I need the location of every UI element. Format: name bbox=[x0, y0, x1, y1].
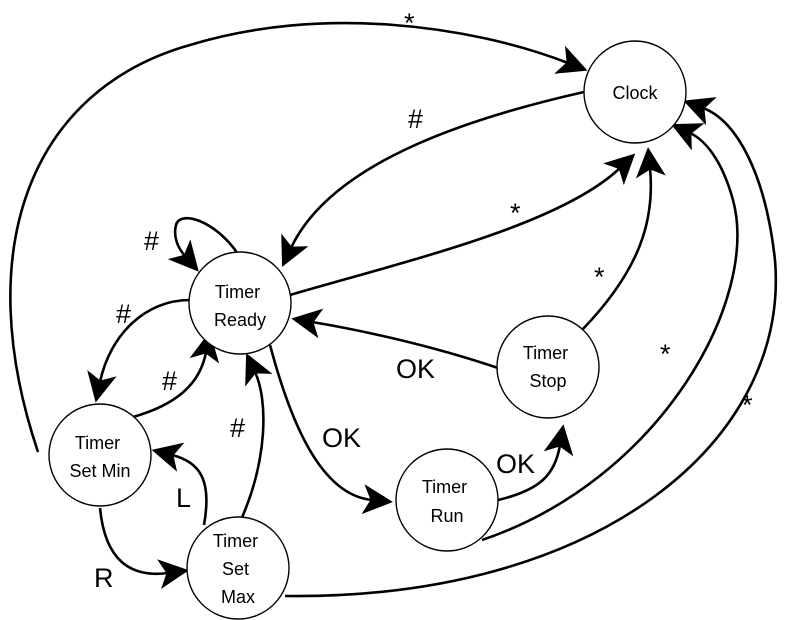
edge-label-setmax-to-ready: # bbox=[230, 413, 245, 443]
state-timer-set-max-line2: Set bbox=[222, 559, 249, 579]
edge-stop-to-ready: OK bbox=[291, 308, 499, 384]
edge-setmin-to-ready: # bbox=[132, 331, 220, 419]
state-timer-stop[interactable]: Timer Stop bbox=[496, 315, 600, 419]
edge-label-setmin-to-setmax: R bbox=[94, 563, 114, 593]
svg-text:Timer Set Max: Timer Set Max bbox=[213, 531, 263, 607]
edge-label-setmax-to-clock: * bbox=[742, 390, 753, 420]
state-timer-run[interactable]: Timer Run bbox=[395, 448, 499, 552]
edge-label-ready-to-run: OK bbox=[322, 423, 361, 453]
edge-ready-to-setmin: # bbox=[87, 298, 191, 403]
edge-setmin-to-clock: * bbox=[9, 8, 588, 453]
edge-label-setmin-to-ready: # bbox=[162, 366, 177, 396]
state-timer-set-min-line1: Timer bbox=[75, 433, 120, 453]
state-timer-ready[interactable]: Timer Ready bbox=[188, 251, 292, 355]
state-timer-set-max-line3: Max bbox=[221, 587, 255, 607]
edge-run-to-clock: * bbox=[481, 123, 739, 542]
edge-label-stop-to-clock: * bbox=[594, 262, 605, 292]
edge-label-ready-self: # bbox=[144, 226, 159, 256]
svg-text:Timer Stop: Timer Stop bbox=[523, 343, 573, 391]
svg-text:Clock: Clock bbox=[612, 83, 658, 103]
state-timer-set-max[interactable]: Timer Set Max bbox=[186, 516, 290, 620]
edge-label-ready-to-clock: * bbox=[510, 198, 521, 228]
edge-ready-to-run: OK bbox=[268, 344, 393, 515]
edge-label-stop-to-ready: OK bbox=[396, 354, 435, 384]
state-clock[interactable]: Clock bbox=[583, 40, 687, 144]
state-timer-run-line2: Run bbox=[430, 506, 463, 526]
edge-ready-self-loop: # bbox=[144, 216, 240, 272]
edge-setmax-to-setmin: L bbox=[151, 442, 208, 526]
edge-label-run-to-stop: OK bbox=[496, 449, 535, 479]
edge-clock-to-ready: # bbox=[281, 90, 585, 267]
state-timer-set-max-line1: Timer bbox=[213, 531, 258, 551]
state-timer-set-min-line2: Set Min bbox=[69, 461, 130, 481]
svg-text:Timer Set Min: Timer Set Min bbox=[69, 433, 130, 481]
state-timer-ready-line1: Timer bbox=[215, 282, 260, 302]
state-timer-run-line1: Timer bbox=[422, 477, 467, 497]
state-timer-stop-line1: Timer bbox=[523, 343, 568, 363]
edge-label-setmax-to-setmin: L bbox=[176, 483, 191, 513]
svg-text:Timer Ready: Timer Ready bbox=[214, 282, 266, 330]
state-timer-stop-line2: Stop bbox=[529, 371, 566, 391]
edge-stop-to-clock: * bbox=[581, 147, 666, 331]
svg-text:Timer Run: Timer Run bbox=[422, 477, 472, 526]
edge-label-setmin-to-clock: * bbox=[404, 8, 415, 38]
edge-setmax-to-ready: # bbox=[230, 352, 273, 523]
edge-run-to-stop: OK bbox=[496, 424, 574, 502]
state-clock-label: Clock bbox=[612, 83, 658, 103]
state-timer-ready-line2: Ready bbox=[214, 310, 266, 330]
edge-label-ready-to-setmin: # bbox=[116, 299, 131, 329]
state-timer-set-min[interactable]: Timer Set Min bbox=[48, 403, 152, 507]
edge-label-clock-to-ready: # bbox=[408, 104, 423, 134]
edge-ready-to-clock: * bbox=[289, 153, 636, 297]
edge-setmax-to-clock: * bbox=[284, 97, 778, 598]
edge-label-run-to-clock: * bbox=[660, 339, 671, 369]
edge-setmin-to-setmax: R bbox=[94, 507, 189, 593]
